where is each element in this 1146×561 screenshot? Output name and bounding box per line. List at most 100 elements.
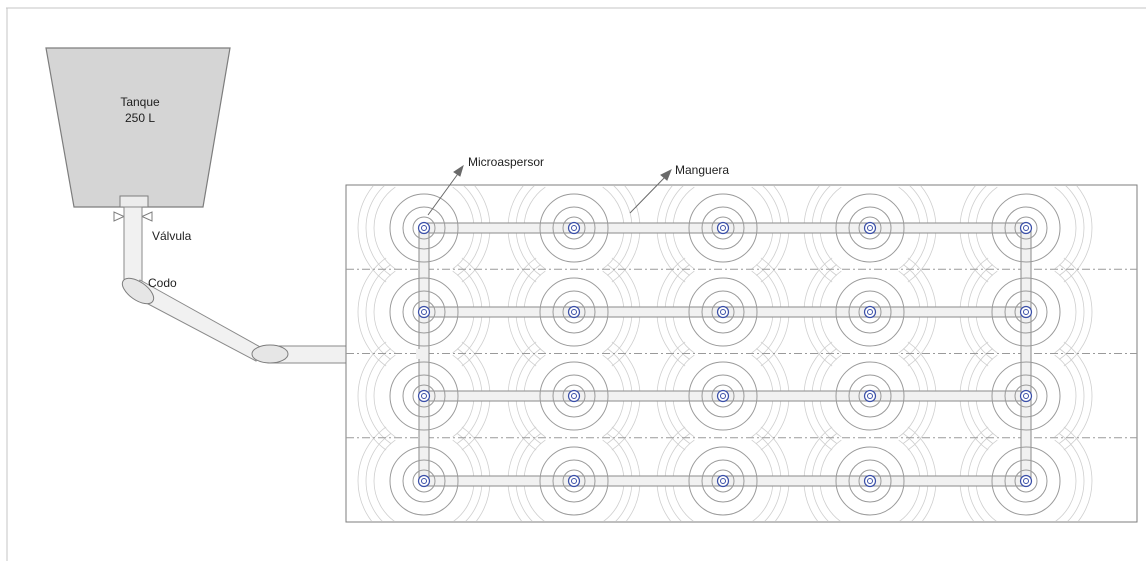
spray-arc — [365, 264, 391, 360]
sprinkler-range-outer — [389, 193, 459, 263]
sprinkler-arrow — [427, 170, 461, 216]
sprinkler-nozzle — [1023, 393, 1029, 399]
sprinkler-range-mid — [701, 459, 745, 503]
hose-arrowhead — [660, 168, 672, 181]
sprinkler-range-mid — [552, 459, 596, 503]
valve-label: Válvula — [152, 229, 192, 243]
sprinkler-range-inner — [1014, 469, 1038, 493]
sprinkler-range-outer — [835, 277, 905, 347]
sprinkler-range-inner — [412, 384, 436, 408]
sprinkler-nozzle — [421, 393, 427, 399]
sprinkler-icon — [1019, 389, 1033, 403]
sprinkler-range-mid — [1004, 459, 1048, 503]
sprinkler-nozzle — [867, 393, 873, 399]
sprinkler-range-inner — [858, 469, 882, 493]
sprinkler-nozzle — [720, 393, 726, 399]
sprinkler-range-inner — [711, 300, 735, 324]
sprinkler-range-mid — [848, 290, 892, 334]
sprinkler-arrowhead — [453, 164, 464, 177]
sprinkler-range-inner — [858, 384, 882, 408]
sprinkler-icon — [863, 305, 877, 319]
sprinkler-icon — [567, 474, 581, 488]
spray-arc — [365, 186, 391, 276]
spray-arc — [373, 354, 396, 438]
sprinkler-icon — [716, 474, 730, 488]
sprinkler-range-mid — [701, 290, 745, 334]
sprinkler-nozzle — [720, 309, 726, 315]
sprinkler-range-inner — [412, 469, 436, 493]
sprinkler-icon — [863, 474, 877, 488]
sprinkler-range-inner — [562, 216, 586, 240]
sprinkler-icon — [1019, 474, 1033, 488]
spray-arc — [1059, 348, 1085, 444]
inlet-joint — [416, 349, 426, 359]
sprinkler-range-inner — [562, 469, 586, 493]
spray-arc — [373, 270, 396, 354]
sprinkler-icon — [1019, 221, 1033, 235]
sprinkler-range-outer — [991, 446, 1061, 516]
sprinkler-icon — [417, 389, 431, 403]
sprinkler-nozzle — [571, 309, 577, 315]
sprinkler-nozzle — [720, 478, 726, 484]
sprinkler-range-mid — [1004, 206, 1048, 250]
spray-arc — [1059, 186, 1085, 276]
sprinkler-nozzle — [571, 478, 577, 484]
sprinkler-range-mid — [402, 206, 446, 250]
sprinkler-range-inner — [412, 216, 436, 240]
tank-label: Tanque 250 L — [100, 94, 180, 126]
spray-arc — [1059, 264, 1085, 360]
sprinkler-range-mid — [552, 290, 596, 334]
sprinkler-range-mid — [402, 459, 446, 503]
spray-arc — [1063, 341, 1093, 451]
tank-outlet — [119, 195, 149, 208]
sprinkler-range-mid — [552, 374, 596, 418]
sprinkler-nozzle — [1023, 309, 1029, 315]
sprinkler-range-mid — [701, 206, 745, 250]
sprinkler-range-outer — [389, 277, 459, 347]
sprinkler-range-outer — [539, 193, 609, 263]
supply-pipe-diagonal — [132, 279, 263, 362]
elbow-fitting-2 — [251, 344, 289, 364]
sprinkler-range-inner — [711, 469, 735, 493]
sprinkler-range-outer — [991, 193, 1061, 263]
sprinkler-label: Microaspersor — [468, 155, 545, 169]
sprinkler-icon — [567, 389, 581, 403]
sprinkler-icon — [417, 305, 431, 319]
tank-name: Tanque — [120, 95, 160, 109]
sprinkler-range-inner — [858, 216, 882, 240]
tank-capacity: 250 L — [124, 111, 156, 125]
sprinkler-nozzle — [421, 225, 427, 231]
hose-arrow — [629, 173, 669, 214]
sprinkler-range-inner — [562, 384, 586, 408]
hose-main-right — [1020, 227, 1032, 482]
spray-arc — [1054, 439, 1077, 521]
annotation-arrows — [427, 164, 672, 216]
sprinkler-range-mid — [402, 290, 446, 334]
spray-arc — [357, 186, 387, 283]
sprinkler-range-outer — [835, 446, 905, 516]
sprinkler-range-inner — [711, 384, 735, 408]
sprinkler-nozzle — [571, 393, 577, 399]
sprinkler-range-outer — [835, 193, 905, 263]
sprinkler-icon — [1019, 305, 1033, 319]
sprinkler-nozzle — [1023, 225, 1029, 231]
hose-label: Manguera — [675, 163, 730, 177]
sprinkler-icon — [417, 474, 431, 488]
valve-icon — [113, 211, 153, 222]
sprinkler-range-inner — [562, 300, 586, 324]
spray-arc — [1063, 426, 1093, 521]
sprinkler-range-outer — [688, 361, 758, 431]
sprinkler-range-outer — [688, 277, 758, 347]
spray-arc — [1059, 433, 1085, 521]
spray-arc — [1063, 257, 1093, 367]
sprinkler-nozzle — [1023, 478, 1029, 484]
sprinkler-range-mid — [1004, 290, 1048, 334]
sprinkler-range-mid — [848, 459, 892, 503]
spray-arc — [1054, 354, 1077, 438]
sprinkler-icon — [863, 221, 877, 235]
field-content — [346, 186, 1137, 521]
sprinkler-icon — [716, 305, 730, 319]
sprinkler-range-outer — [835, 361, 905, 431]
sprinkler-icon — [567, 221, 581, 235]
